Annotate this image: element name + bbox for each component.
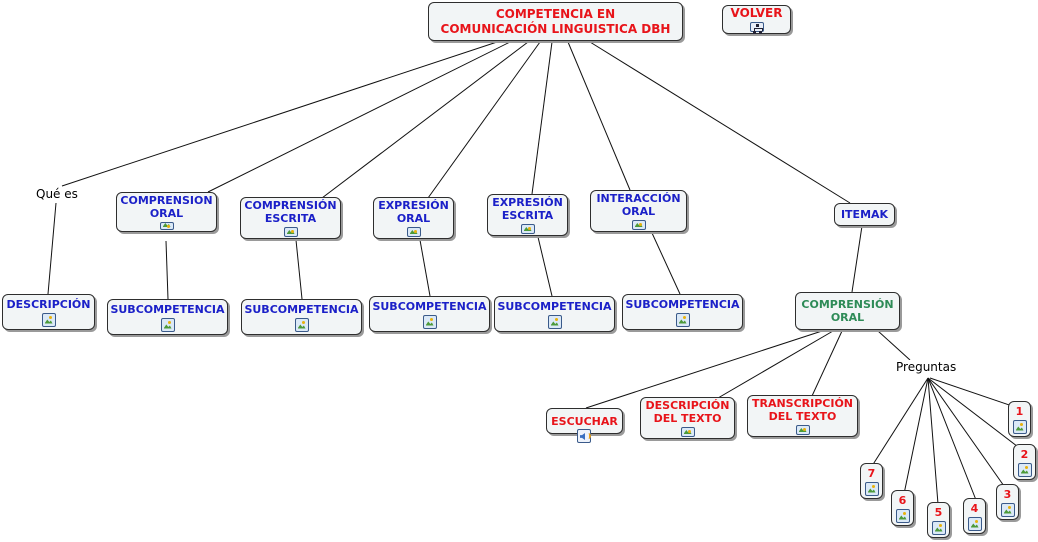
itemak-label: ITEMAK [840,208,889,221]
descripcion-node[interactable]: DESCRIPCIÓN [2,294,95,330]
subcompetencia-label: SUBCOMPETENCIA [497,299,612,313]
question-node-4[interactable]: 4 [963,498,986,534]
escuchar-node[interactable]: ESCUCHAR [546,408,623,443]
subcompetencia-label: SUBCOMPETENCIA [372,299,487,313]
question-number: 6 [898,493,907,507]
image-icon[interactable] [931,520,946,535]
escuchar-label: ESCUCHAR [551,414,618,428]
descripcion-label: DESCRIPCIÓN [6,297,91,311]
question-node-5[interactable]: 5 [927,502,950,538]
image-icon[interactable] [631,220,646,230]
branch-interaccion-oral[interactable]: INTERACCIÓN ORAL [590,190,687,232]
image-icon[interactable] [547,314,562,329]
que-es-label: Qué es [34,187,80,201]
question-number: 3 [1003,487,1012,501]
image-icon[interactable] [1017,462,1032,477]
question-number: 7 [867,466,876,480]
question-node-1[interactable]: 1 [1008,401,1031,437]
question-node-6[interactable]: 6 [891,490,914,526]
image-icon[interactable] [1000,502,1015,517]
subcompetencia-node[interactable]: SUBCOMPETENCIA [107,299,228,335]
image-icon[interactable] [406,227,421,237]
image-icon[interactable] [895,508,910,523]
question-number: 2 [1020,447,1029,461]
transcripcion-label: TRANSCRIPCIÓN DEL TEXTO [751,397,854,423]
comprension-oral-node[interactable]: COMPRENSIÓN ORAL [795,292,900,330]
branch-label: EXPRESIÓN ORAL [378,199,449,225]
question-node-2[interactable]: 2 [1013,444,1036,480]
branch-comprension-escrita[interactable]: COMPRENSIÓN ESCRITA [240,197,341,239]
subcompetencia-node[interactable]: SUBCOMPETENCIA [622,294,743,330]
audio-icon[interactable] [577,429,591,443]
image-icon[interactable] [967,516,982,531]
descripcion-texto-node[interactable]: DESCRIPCIÓN DEL TEXTO [640,397,735,439]
subcompetencia-node[interactable]: SUBCOMPETENCIA [369,296,490,332]
itemak-node[interactable]: ITEMAK [834,203,895,226]
image-icon[interactable] [520,224,535,234]
subcompetencia-label: SUBCOMPETENCIA [625,297,740,311]
volver-button[interactable]: VOLVER [722,5,791,34]
image-icon[interactable] [1012,419,1027,434]
question-number: 5 [934,505,943,519]
image-icon[interactable] [41,312,56,327]
root-topic[interactable]: COMPETENCIA EN COMUNICACIÓN LINGUISTICA … [428,2,683,41]
image-icon[interactable] [294,317,309,332]
branch-comprension-oral[interactable]: COMPRENSION ORAL [116,192,217,232]
image-icon[interactable] [159,222,174,230]
question-number: 1 [1015,404,1024,418]
image-icon[interactable] [422,314,437,329]
concept-map-icon[interactable] [749,22,764,32]
image-icon[interactable] [680,427,695,437]
subcompetencia-label: SUBCOMPETENCIA [244,302,359,316]
branch-label: INTERACCIÓN ORAL [596,192,681,218]
descripcion-texto-label: DESCRIPCIÓN DEL TEXTO [645,399,730,425]
comprension-oral-label: COMPRENSIÓN ORAL [801,298,894,324]
branch-expresion-escrita[interactable]: EXPRESIÓN ESCRITA [487,194,568,236]
volver-label: VOLVER [730,6,783,20]
question-node-3[interactable]: 3 [996,484,1019,520]
branch-label: COMPRENSION ORAL [120,194,213,220]
image-icon[interactable] [160,317,175,332]
root-topic-label: COMPETENCIA EN COMUNICACIÓN LINGUISTICA … [440,6,671,36]
image-icon[interactable] [864,481,879,496]
image-icon[interactable] [675,312,690,327]
image-icon[interactable] [283,227,298,237]
subcompetencia-label: SUBCOMPETENCIA [110,302,225,316]
subcompetencia-node[interactable]: SUBCOMPETENCIA [241,299,362,335]
question-node-7[interactable]: 7 [860,463,883,499]
image-icon[interactable] [795,425,810,435]
branch-expresion-oral[interactable]: EXPRESIÓN ORAL [373,197,454,239]
transcripcion-node[interactable]: TRANSCRIPCIÓN DEL TEXTO [747,395,858,437]
subcompetencia-node[interactable]: SUBCOMPETENCIA [494,296,615,332]
branch-label: COMPRENSIÓN ESCRITA [244,199,337,225]
question-number: 4 [970,501,979,515]
branch-label: EXPRESIÓN ESCRITA [492,196,563,222]
preguntas-label: Preguntas [894,360,959,374]
